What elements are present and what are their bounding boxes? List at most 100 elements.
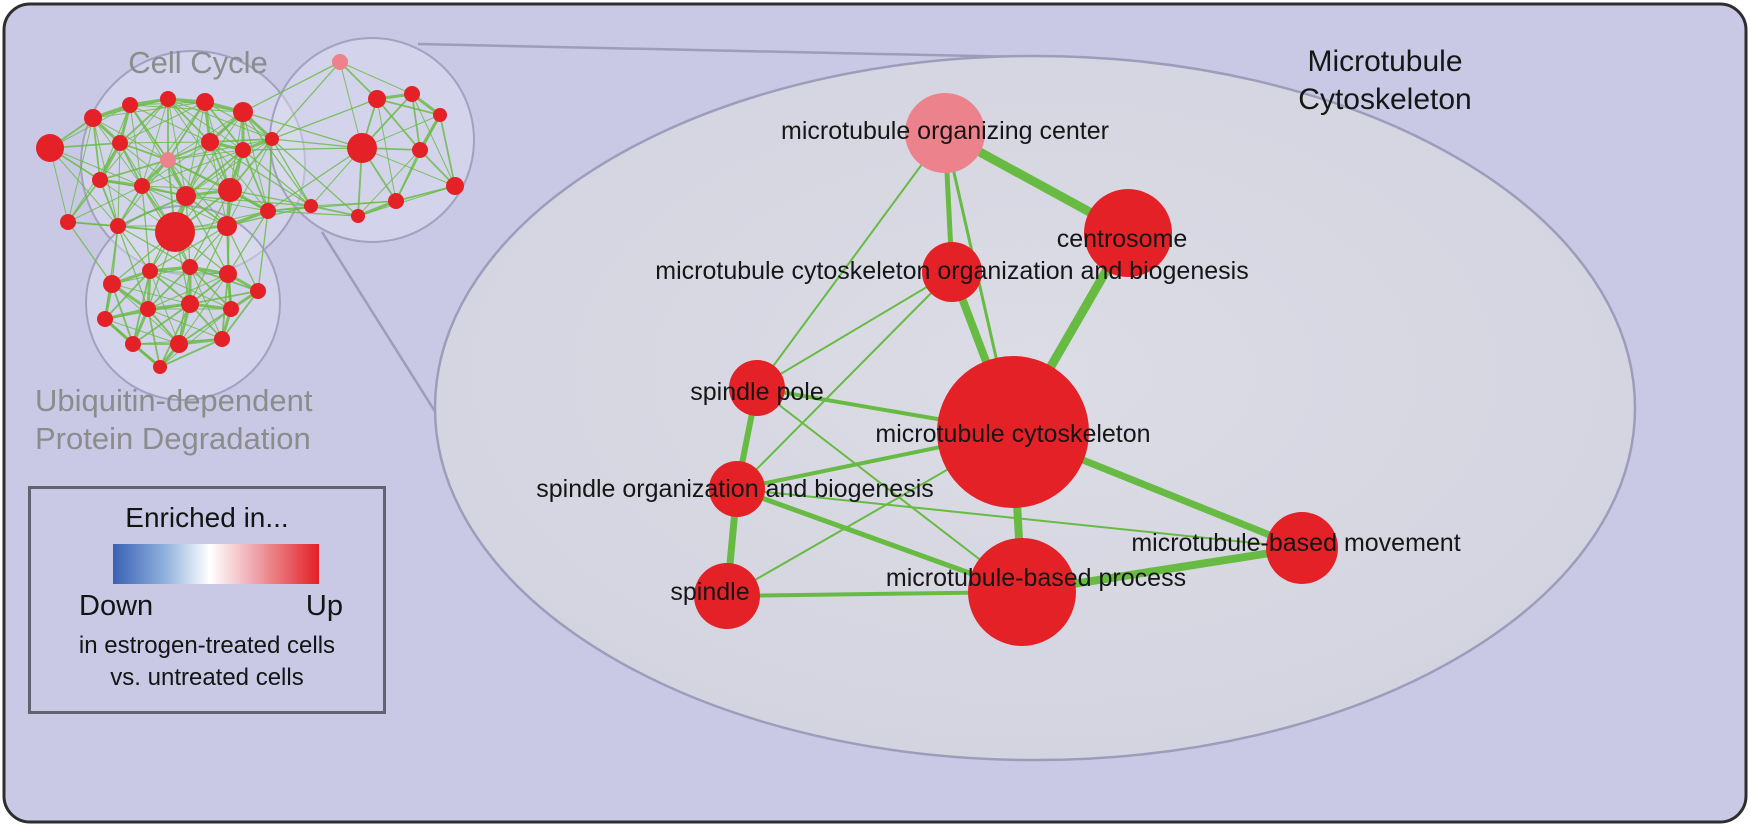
minimap-edge [257,210,269,292]
network-node-label-spindle: spindle [670,578,749,606]
minimap-edge [129,104,169,161]
minimap-node [112,135,128,151]
minimap-node [170,335,188,353]
minimap-node [103,275,121,293]
minimap-edge [129,104,211,143]
legend-caption-line2: vs. untreated cells [110,663,304,691]
minimap-node [233,102,253,122]
minimap-edge [185,195,312,207]
minimap-edge [104,318,180,345]
minimap-edge [117,195,187,227]
minimap-edge [267,200,397,212]
minimap-node [332,54,348,70]
network-edge-mtoc-spole [756,132,946,389]
network-node-label-centrosome: centrosome [1057,225,1188,253]
minimap-edge [242,149,269,212]
minimap-edge [167,98,231,191]
network-node-sorg [709,461,765,517]
minimap-edge [159,308,232,368]
legend-scale-row: Down Up [31,584,383,623]
minimap-nodes [36,54,464,374]
minimap-edge [67,179,101,223]
minimap-edge [117,142,121,227]
minimap-edge [92,117,101,181]
minimap-edge [271,61,341,140]
network-node-label-sorg: spindle organization and biogenesis [536,475,934,503]
minimap-edge [132,303,191,345]
legend-caption-line1: in estrogen-treated cells [78,632,336,659]
minimap-node [368,90,386,108]
legend-box: Enriched in... Down Up in estrogen-treat… [28,486,386,714]
minimap-edge [99,159,169,181]
minimap-edge [439,114,456,187]
minimap-edge [209,141,312,207]
minimap-node [201,133,219,151]
network-node-label-movement: microtubule-based movement [1131,529,1460,557]
minimap-edge [167,98,211,143]
minimap-edge [119,142,143,187]
minimap-edge [167,138,273,161]
minimap-edge [395,149,421,202]
minimap-edge [229,189,312,207]
minimap-node [250,283,266,299]
minimap-node [176,186,196,206]
minimap-edge [141,101,206,187]
minimap-edge [99,179,119,227]
minimap-node [140,301,156,317]
minimap-edge [209,141,269,212]
minimap-edge [141,185,151,272]
minimap-edge [92,101,206,119]
minimap-edge [411,93,456,187]
network-node-label-mcyto: microtubule cytoskeleton [875,420,1150,448]
network-node-label-process: microtubule-based process [886,564,1186,592]
minimap-node [160,152,176,168]
minimap-edge [149,225,228,272]
minimap-node [142,263,158,279]
minimap-edge [209,141,228,227]
cluster-label-ubiquitin-line1: Ubiquitin-dependent [35,383,313,418]
minimap-node [217,216,237,236]
minimap-edge [226,225,259,292]
minimap-edge [129,104,187,197]
network-node-label-mtoc: microtubule organizing center [781,117,1109,145]
network-node-label-mco: microtubule cytoskeleton organization an… [655,257,1248,285]
minimap-edge [242,149,312,207]
minimap-edge [227,210,269,275]
minimap-edge [159,303,191,368]
minimap-edge [226,138,273,227]
minimap-edge [104,270,151,320]
minimap-edge [376,98,421,151]
network-edge-mco-sorg [736,271,953,490]
network-node-movement [1266,512,1338,584]
minimap-node [412,142,428,158]
minimap-edge [67,185,143,223]
network-node-mtoc [905,93,985,173]
legend-down-label: Down [79,590,154,622]
minimap-edge [178,308,232,345]
minimap-edge [204,101,244,151]
minimap-node [153,360,167,374]
minimap-node [84,109,102,127]
minimap-edge [119,141,211,144]
minimap-node [260,203,276,219]
minimap-edge [141,141,211,187]
minimap-edge [119,101,206,144]
network-nodes [694,93,1338,646]
magnifier-line [417,42,1021,59]
network-node-labels: microtubule organizing center centrosome m… [536,117,1460,606]
minimap-node [214,331,230,347]
network-node-spindle [694,563,760,629]
minimap-edge [267,147,363,212]
minimap-node [351,209,365,223]
minimap-edge [242,111,269,212]
minimap-node [446,177,464,195]
minimap-edge [271,98,378,140]
minimap-node [304,199,318,213]
minimap-edge [92,117,169,161]
minimap-edge [271,138,312,207]
minimap-node [97,311,113,327]
legend-up-label: Up [305,590,343,622]
minimap-node [36,134,64,162]
minimap-node [60,214,76,230]
minimap-edge [167,101,206,161]
